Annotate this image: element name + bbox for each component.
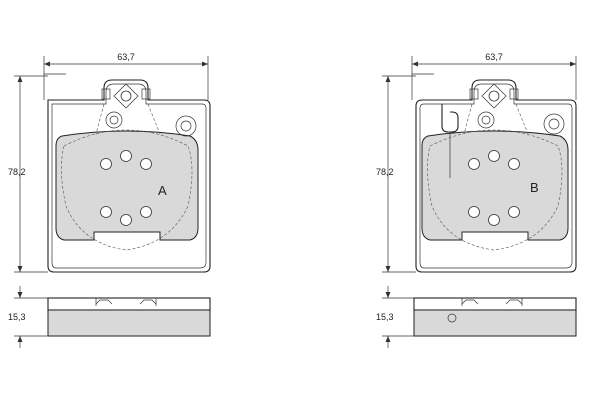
- pad-a-side-view: 15,3: [8, 286, 211, 348]
- pad-a-slot-guide: [95, 103, 161, 135]
- pad-a-front-view: 63,7 78,2: [8, 52, 211, 273]
- pad-a-side-friction: [47, 309, 211, 337]
- pad-a-rivet-right: [175, 115, 197, 137]
- pad-b-label: B: [530, 180, 539, 195]
- pad-b-width-value: 63,7: [485, 52, 503, 62]
- pad-a-width-dimension: 63,7: [43, 52, 209, 100]
- pad-b-wear-contour: [427, 129, 563, 251]
- pad-b-friction-material: [421, 130, 569, 241]
- pad-b-rivet-left: [477, 111, 495, 129]
- pad-a-lug-clip-right: [141, 88, 151, 100]
- pad-a-hole-pattern: [100, 150, 152, 226]
- pad-b-height-dimension: 78,2: [376, 75, 416, 273]
- pad-b-side-backing: [413, 297, 577, 311]
- pad-a-lug-diamond: [113, 83, 139, 109]
- pad-b-side-clip: [461, 298, 523, 306]
- pad-a-rivet-left-inner: [109, 115, 119, 125]
- pad-a-plate-edge: [51, 83, 207, 269]
- pad-b-lug-hole: [488, 90, 500, 102]
- pad-b-sensor-slot: [441, 104, 459, 133]
- pad-b-plate-edge: [419, 83, 573, 269]
- pad-a-rivet-right-inner: [180, 120, 192, 132]
- pad-a-side-backing: [47, 297, 211, 311]
- pad-a-thickness-value: 15,3: [8, 312, 26, 322]
- pad-a-thickness-dimension: 15,3: [8, 286, 48, 348]
- pad-a-side-clip: [95, 298, 157, 306]
- pad-b-front-view: 63,7 78,2: [376, 52, 577, 273]
- pad-a-height-value: 78,2: [8, 167, 26, 177]
- pad-a-lug-clip: [101, 88, 111, 100]
- pad-a-rivet-left: [105, 111, 123, 129]
- pad-a-lug-hole: [120, 90, 132, 102]
- pad-b-lug-diamond: [481, 83, 507, 109]
- pad-b-side-friction: [413, 309, 577, 337]
- pad-b-hole-pattern: [468, 150, 520, 226]
- pad-b-slot-guide: [463, 103, 529, 135]
- pad-b-thickness-value: 15,3: [376, 312, 394, 322]
- pad-b-side-view: 15,3: [376, 286, 577, 348]
- pad-a-wear-contour: [61, 129, 193, 251]
- pad-a-height-dimension: 78,2: [8, 75, 48, 273]
- pad-b-height-value: 78,2: [376, 167, 394, 177]
- pad-b-sensor-pin: [447, 313, 457, 323]
- pad-a-backing-plate: [47, 79, 211, 273]
- pad-b-thickness-dimension: 15,3: [376, 286, 416, 348]
- pad-a-label: A: [158, 183, 167, 198]
- pad-b-width-dimension: 63,7: [411, 52, 577, 100]
- pad-b-rivet-left-inner: [481, 115, 491, 125]
- pad-b-rivet-right: [543, 113, 565, 135]
- pad-a-friction-material: [55, 130, 199, 241]
- pad-b-backing-plate: [415, 79, 577, 273]
- pad-b-lug-clip-right: [509, 88, 519, 100]
- pad-b-rivet-right-inner: [548, 118, 560, 130]
- pad-b-lug-clip: [469, 88, 479, 100]
- pad-a-width-value: 63,7: [117, 52, 135, 62]
